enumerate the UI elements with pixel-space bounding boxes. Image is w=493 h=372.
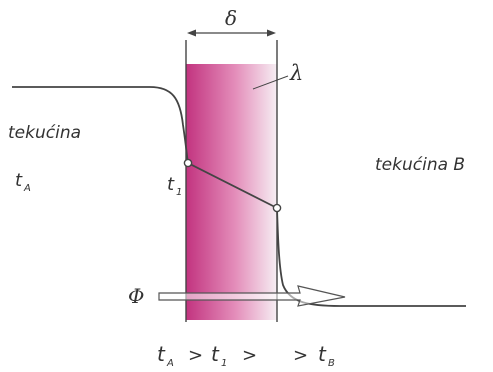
fluid-a-label: tekućina — [8, 123, 81, 143]
temperature-a-label: t A — [15, 170, 31, 194]
svg-text:t: t — [318, 342, 327, 366]
conductivity-symbol: λ — [289, 61, 303, 85]
temperature-inequality: t A > t 1 > > t B — [157, 342, 335, 369]
svg-text:t: t — [211, 342, 220, 366]
heat-flow-symbol: Φ — [128, 284, 144, 308]
svg-text:>: > — [293, 345, 308, 366]
thickness-symbol: δ — [225, 6, 237, 30]
conductivity-leader — [252, 75, 289, 90]
svg-text:1: 1 — [176, 187, 182, 198]
svg-text:t: t — [157, 342, 166, 366]
svg-text:t: t — [167, 174, 175, 195]
heat-flow-arrow — [158, 285, 346, 307]
svg-text:A: A — [23, 183, 31, 194]
fluid-b-label: tekućina B — [375, 155, 465, 175]
svg-text:>: > — [242, 345, 257, 366]
thickness-dimension — [187, 29, 276, 37]
svg-text:>: > — [188, 345, 203, 366]
t1-marker — [183, 158, 193, 168]
svg-text:A: A — [166, 358, 174, 369]
wall — [186, 64, 277, 320]
svg-text:B: B — [328, 358, 335, 369]
svg-text:t: t — [15, 170, 23, 191]
wall-right-marker — [272, 203, 282, 213]
temperature-1-label: t 1 — [167, 174, 182, 198]
svg-text:1: 1 — [221, 358, 227, 369]
